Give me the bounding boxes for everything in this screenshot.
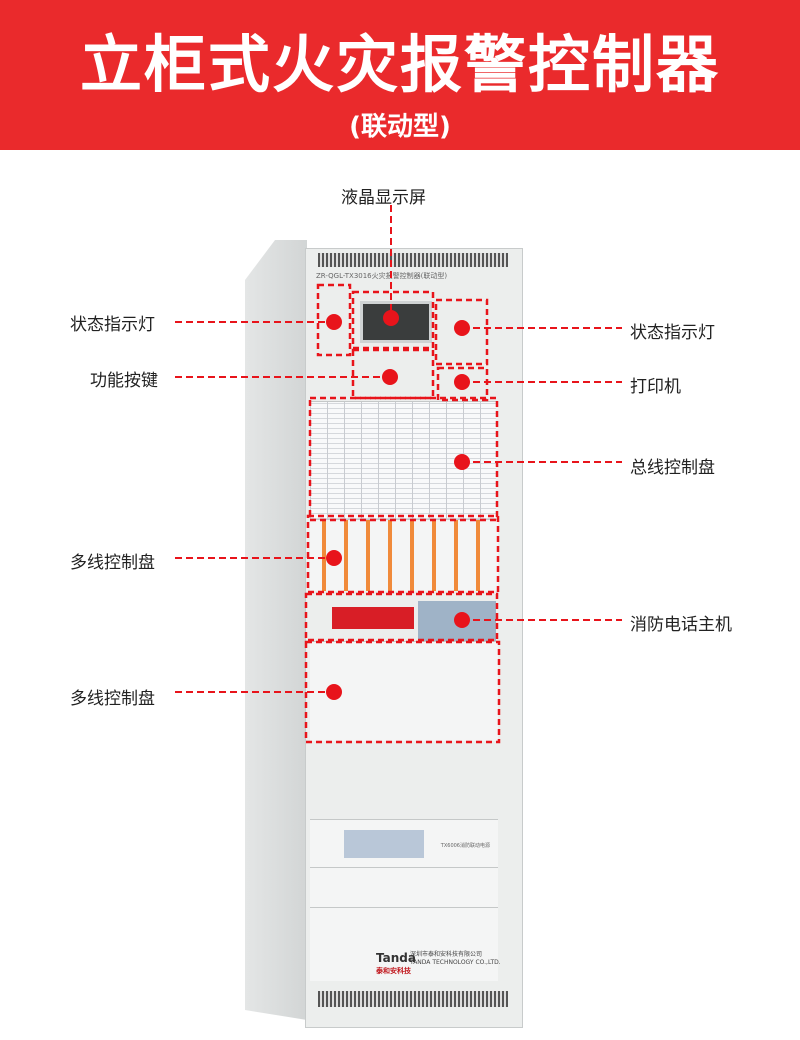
status-right-dot xyxy=(454,320,470,336)
bottom-panel xyxy=(310,907,498,981)
status-right-label: 状态指示灯 xyxy=(630,323,715,343)
multiline-panel-1-label: 多线控制盘 xyxy=(70,553,155,573)
brand-logo: Tanda xyxy=(376,951,416,965)
power-panel: TX6006消防联动电源 xyxy=(310,819,498,867)
fire-phone-dot xyxy=(454,612,470,628)
bus-panel-highlight-box xyxy=(308,396,499,522)
printer-cover xyxy=(332,607,414,629)
printer-highlight-box xyxy=(436,366,489,402)
function-keys-dot xyxy=(382,369,398,385)
function-keys-label: 功能按键 xyxy=(90,371,158,391)
bus-panel-dot xyxy=(454,454,470,470)
status-left-highlight-box xyxy=(316,283,352,357)
lcd-label: 液晶显示屏 xyxy=(341,188,426,208)
lcd-highlight-box xyxy=(351,290,435,350)
bus-panel-label: 总线控制盘 xyxy=(630,458,715,478)
brand-cn: 泰和安科技 xyxy=(376,967,411,975)
multiline-panel-1-highlight-box xyxy=(306,514,500,594)
status-right-highlight-box xyxy=(434,298,489,366)
status-left-dot xyxy=(326,314,342,330)
fire-phone-label: 消防电话主机 xyxy=(630,615,732,635)
printer-label: 打印机 xyxy=(630,377,681,397)
printer-dot xyxy=(454,374,470,390)
bottom-vent xyxy=(318,991,508,1007)
function-keys-highlight-box xyxy=(351,348,435,400)
page-title: 立柜式火灾报警控制器 xyxy=(79,28,720,101)
lcd-dot xyxy=(383,310,399,326)
blank-panel xyxy=(310,867,498,907)
top-vent xyxy=(318,253,508,267)
header-banner: 立柜式火灾报警控制器 (联动型) xyxy=(0,0,800,150)
power-label: TX6006消防联动电源 xyxy=(440,843,490,849)
cabinet-side xyxy=(245,240,307,1020)
multiline-panel-2-label: 多线控制盘 xyxy=(70,689,155,709)
multiline-panel-2-dot xyxy=(326,684,342,700)
page-subtitle: (联动型) xyxy=(349,112,451,142)
multiline-panel-2-highlight-box xyxy=(304,640,501,744)
status-left-label: 状态指示灯 xyxy=(70,315,155,335)
model-text: ZR-QGL-TX3016火灾报警控制器(联动型) xyxy=(316,272,448,280)
fire-phone-highlight-box xyxy=(304,592,499,642)
multiline-panel-1-dot xyxy=(326,550,342,566)
cabinet-front: ZR-QGL-TX3016火灾报警控制器(联动型) TX6006消防联动电源 T… xyxy=(305,248,523,1028)
